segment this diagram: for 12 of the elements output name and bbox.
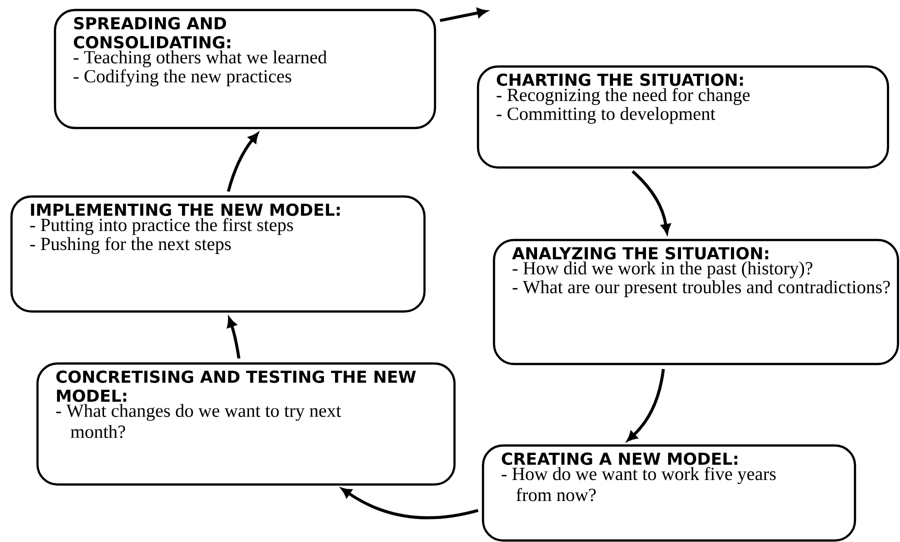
arrow	[627, 368, 665, 442]
process-box: SPREADING AND CONSOLIDATING: - Teaching others what we learned - Codifying the new practices	[54, 8, 436, 130]
process-box: IMPLEMENTING THE NEW MODEL: - Putting into practice the first steps - Pushing for the next steps	[10, 195, 426, 313]
arrow	[226, 132, 258, 192]
process-box: CREATING A NEW MODEL: - How do we want to work five years from now?	[482, 444, 856, 542]
arrow	[227, 317, 240, 359]
arrow	[341, 488, 478, 520]
process-box: CONCRETISING AND TESTING THE NEW MODEL: - What changes do we want to try next month?	[36, 362, 456, 486]
arrow	[440, 8, 488, 22]
process-box: CHARTING THE SITUATION: - Recognizing the need for change - Committing to development	[476, 65, 890, 169]
process-box: ANALYZING THE SITUATION: - How did we work in the past (history)? - What are our present troubles and contradictions?	[492, 238, 900, 366]
arrow	[632, 170, 671, 234]
